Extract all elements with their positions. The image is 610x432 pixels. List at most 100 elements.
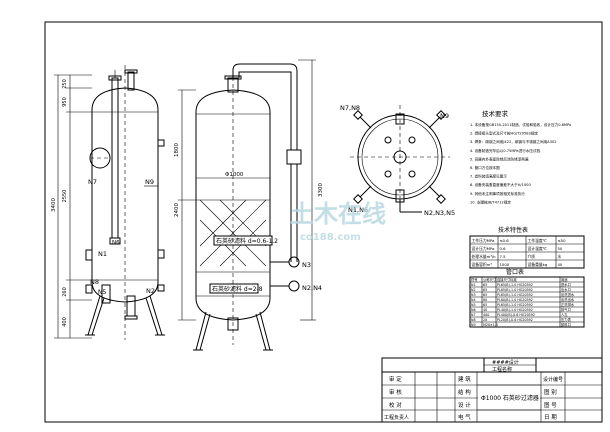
tb-drawing-title: Φ1000 石英砂过滤器	[481, 394, 539, 402]
watermark: 土木在线 co188.com	[290, 200, 386, 243]
dim-400: 400	[62, 317, 68, 327]
dim-3400: 3400	[51, 198, 57, 212]
nozzle-cell: 卸料口	[561, 322, 571, 327]
left-dimensions: 250 950 2550 3400 260 400	[51, 74, 92, 339]
label-n7-left: N7	[88, 178, 97, 186]
note-line: 10. 支腿按JB/T4712规定	[470, 199, 511, 204]
spec-cell: 介质	[528, 254, 536, 259]
nozzle-cell: 40	[483, 308, 487, 312]
tb-electric: 电 气	[458, 413, 471, 421]
nozzle-cell: N8	[471, 318, 476, 322]
nozzle-cell: 65	[483, 283, 487, 287]
tb-design: 设 计	[458, 401, 471, 409]
nozzle-cell: N6	[471, 308, 476, 312]
note-line: 7. 滤料装填高度见图示	[470, 174, 507, 179]
project-name: 工程名称	[492, 366, 512, 373]
nozzle-cell: 进水口	[561, 282, 571, 287]
nozzle-cell: 400	[483, 313, 489, 317]
nozzle-cell: 65	[483, 293, 487, 297]
dim-2400: 2400	[174, 203, 180, 217]
tb-check: 校 对	[389, 401, 402, 409]
nozzle-header-cell: 公称尺寸	[483, 277, 497, 282]
spec-cell: 50	[558, 246, 563, 251]
tb-design-no: 设计编号	[543, 376, 563, 383]
nozzle-cell: PL65(B)-1.0 HG20592	[497, 303, 533, 307]
left-vessel	[85, 65, 165, 340]
spec-cell: 工作温度℃	[528, 238, 547, 243]
nozzle-cell: 反洗进水	[561, 292, 575, 297]
nozzle-cell: N9	[471, 323, 476, 327]
spec-cell: 设备重量kg	[528, 262, 548, 267]
nozzle-cell: 人孔	[561, 312, 568, 317]
spec-cell: 设计压力MPa	[472, 246, 495, 251]
dim-3300: 3300	[318, 183, 324, 197]
note-line: 4. 设备制造完毕后以0.75MPa进行水压试验	[470, 148, 541, 153]
tb-approve: 审 定	[389, 375, 402, 383]
nozzle-cell: M20×1.5	[483, 323, 498, 327]
dim-diameter: Φ1000	[225, 172, 244, 178]
top-view	[350, 105, 450, 213]
note-line: 1. 本设备按GB150-2011制造、试验和验收，设计压力0.6MPa	[470, 122, 571, 127]
nozzle-cell: 出水口	[561, 287, 571, 292]
middle-vessel	[193, 63, 302, 351]
nozzle-cell: 反洗出水	[561, 297, 575, 302]
nozzle-cell: PL20(B)-0.6 HG20592	[497, 318, 533, 322]
nozzle-cell: PL65(B)-1.0 HG20592	[497, 293, 533, 297]
nozzle-cell: 65	[483, 288, 487, 292]
technical-notes: 技术要求 1. 本设备按GB150-2011制造、试验和验收，设计压力0.6MP…	[470, 109, 571, 204]
nozzle-cell: 正洗排水	[561, 302, 575, 307]
tb-date: 日 期	[544, 414, 557, 421]
nozzle-cell: PL65(B)-1.0 HG20592	[497, 288, 533, 292]
spec-cell: 水	[558, 254, 562, 259]
spec-cell: ≤50	[558, 238, 567, 243]
middle-labels: 石英砂滤料 d=0.6-1.2 石英砂滤料 d=2-8 N3 N2,N4	[212, 237, 322, 293]
note-line: 3. 焊条：碳钢之间用J422，碳钢与不锈钢之间用A302	[470, 139, 557, 144]
sheet-border	[44, 21, 603, 423]
tb-struct: 结 构	[458, 388, 471, 396]
nozzle-cell: PL40(B)-1.0 HG20592	[497, 308, 533, 312]
label-n8-left: N8	[90, 278, 99, 286]
nozzle-header-cell: 符号	[471, 277, 478, 282]
nozzle-cell: PL400(B)-0.6 HG20592	[497, 313, 535, 317]
nozzle-table-title: 管口表	[506, 268, 524, 276]
nozzle-cell: PL65(B)-1.0 HG20592	[497, 283, 533, 287]
top-view-labels: N7,N8 N9 N1,N6 N2,N3,N5	[340, 104, 455, 217]
nozzle-cell: N1	[471, 283, 476, 287]
note-line: 5. 容器内外表面除锈后涂防锈漆两遍	[470, 156, 529, 161]
tb-review: 审 核	[389, 388, 402, 396]
spec-cell: 设备容积m³	[472, 262, 493, 267]
label-n9-left: N9	[145, 178, 154, 186]
nozzle-cell: N5	[471, 303, 476, 307]
label-n9-right: N9	[440, 112, 449, 120]
dim-250: 250	[62, 79, 68, 89]
dim-2550: 2550	[62, 190, 68, 203]
note-line: 2. 焊接接头型式及尺寸按HG/T20583规定	[470, 131, 538, 136]
dim-1800: 1800	[174, 143, 180, 157]
nozzle-cell: 压力表	[561, 317, 572, 322]
tb-drawing-no: 图 号	[544, 401, 557, 409]
notes-title: 技术要求	[482, 109, 509, 118]
label-n2n3n5-right: N2,N3,N5	[424, 209, 455, 217]
nozzle-cell: 20	[483, 318, 487, 322]
tb-engineer: 工程负责人	[384, 414, 409, 421]
nozzle-cell: N4	[471, 298, 476, 302]
spec-cell: 设计温度℃	[528, 246, 547, 251]
label-n1-left: N1	[98, 250, 107, 258]
watermark-sub: co188.com	[300, 232, 361, 243]
dim-260: 260	[62, 287, 68, 297]
label-n2n4-mid: N2,N4	[302, 284, 322, 292]
spec-cell: 处理水量m³/h	[472, 254, 497, 259]
left-nozzle-labels: N7 N9 N1 N6 N8 N2 N5	[88, 178, 158, 296]
note-line: 9. 其他未注明事项按相关标准执行	[470, 191, 525, 196]
tb-arch: 建 筑	[458, 375, 471, 383]
layer-upper-label: 石英砂滤料 d=0.6-1.2	[216, 237, 278, 245]
spec-cell: 40	[558, 262, 563, 267]
nozzle-header-cell: 用途	[561, 277, 568, 282]
note-line: 8. 设备安装垂直度偏差不大于H/1000	[470, 182, 531, 187]
label-n5-left: N5	[98, 289, 106, 296]
company-name: ####设计	[492, 359, 519, 366]
label-n3-mid: N3	[302, 261, 311, 269]
nozzle-cell: 排气口	[561, 307, 571, 312]
dim-950: 950	[62, 97, 68, 107]
